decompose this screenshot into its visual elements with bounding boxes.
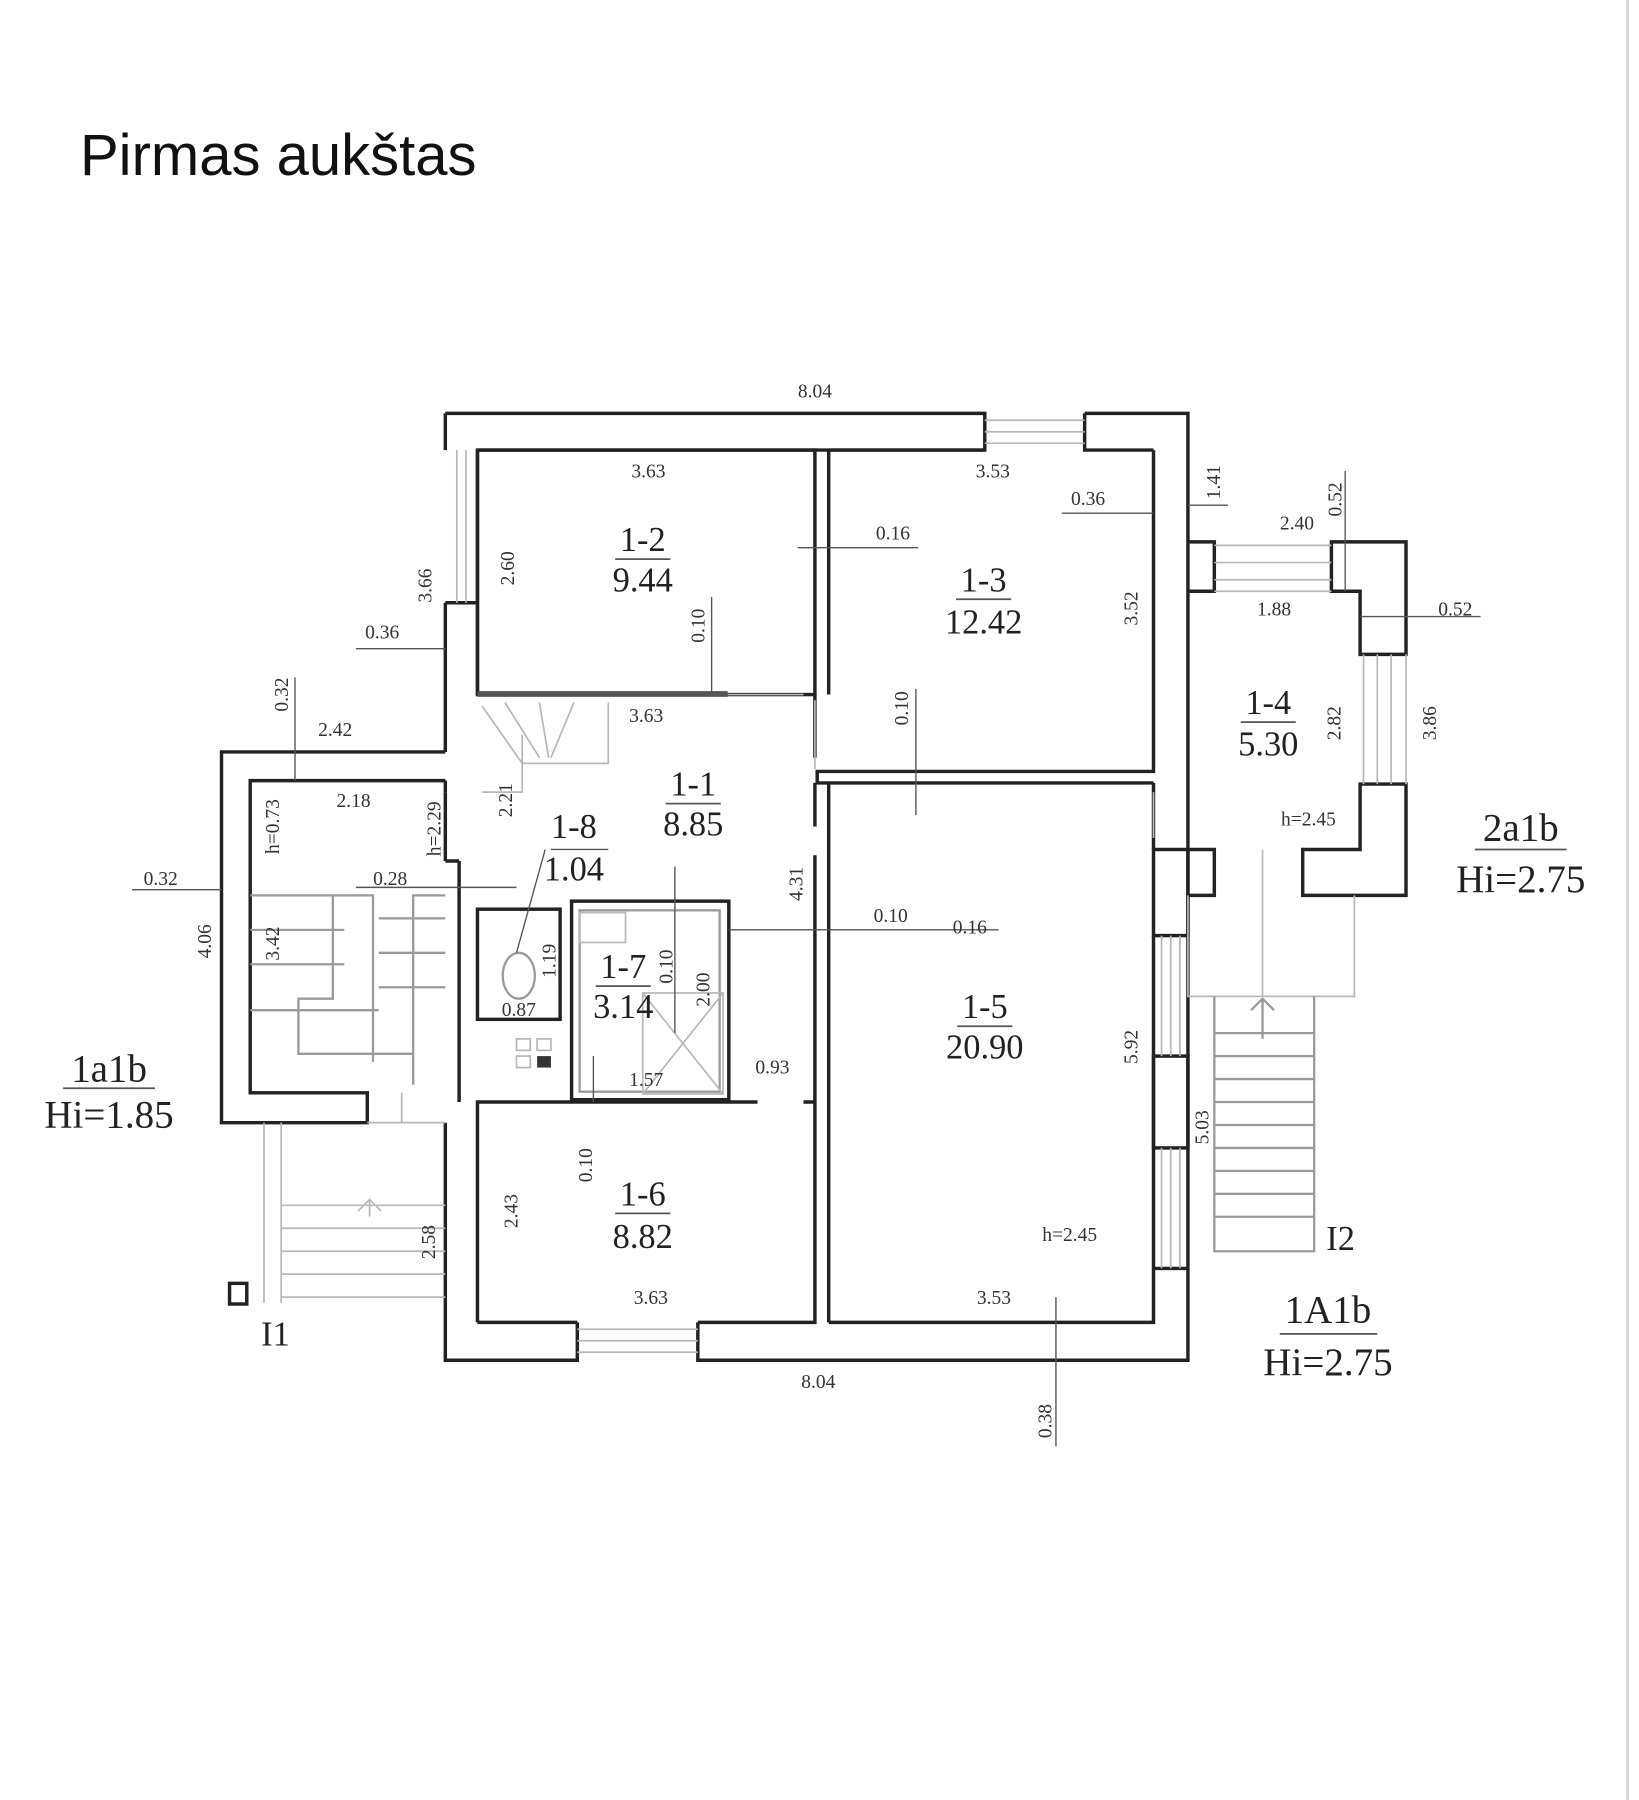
dim-label: 0.10 [689, 609, 710, 643]
dim-label: 2.40 [1280, 513, 1314, 534]
dim-label: 2.82 [1325, 706, 1346, 740]
room-1-1: 1-1 8.85 [663, 766, 723, 844]
zone-height: Hi=2.75 [1456, 858, 1585, 901]
room-id: 1-7 [600, 948, 646, 986]
room-area: 20.90 [946, 1028, 1023, 1066]
dim-label: 0.10 [576, 1148, 597, 1182]
entrance-label-i1: I1 [261, 1315, 290, 1353]
room-id: 1-1 [670, 766, 716, 804]
dim-label: 3.53 [976, 462, 1010, 483]
dim-label: 0.87 [502, 1000, 536, 1021]
room-area: 1.04 [544, 850, 604, 888]
dim-label: 3.86 [1420, 706, 1441, 740]
page-title: Pirmas aukštas [80, 123, 477, 188]
dimension-labels: 8.04 3.63 3.53 0.36 1.41 0.16 2.60 3.66 … [144, 381, 1473, 1438]
room-1-8: 1-8 1.04 [544, 808, 604, 888]
dim-label: 1.19 [540, 944, 561, 978]
dim-label: 1.41 [1204, 465, 1225, 499]
dim-label: 0.52 [1438, 599, 1472, 620]
dim-label: 3.66 [416, 568, 437, 602]
dim-label: 3.63 [634, 1288, 668, 1309]
dim-label: 0.36 [365, 622, 399, 643]
room-area: 9.44 [613, 561, 673, 599]
dim-label: 1.57 [629, 1070, 663, 1091]
dim-label: h=0.73 [263, 799, 284, 854]
zone-1A1b: 1A1b Hi=2.75 [1263, 1288, 1392, 1384]
dim-label: h=2.29 [425, 801, 446, 856]
dim-label: 0.16 [953, 917, 987, 938]
room-1-5: 1-5 20.90 [946, 988, 1023, 1066]
dim-label: 0.93 [755, 1057, 789, 1078]
room-id: 1-6 [620, 1175, 666, 1213]
dim-label: 3.42 [263, 927, 284, 961]
room-area: 8.82 [613, 1218, 673, 1256]
room-1-2: 1-2 9.44 [613, 521, 673, 599]
room-1-7: 1-7 3.14 [593, 948, 653, 1026]
page-edge-line [1626, 0, 1629, 1800]
room-labels: 1-1 8.85 1-2 9.44 1-3 12.42 1-4 5.30 1-5 [544, 521, 1299, 1256]
dim-label: 4.31 [786, 867, 807, 901]
zone-labels: 1a1b Hi=1.85 2a1b Hi=2.75 1A1b Hi=2.75 I… [44, 806, 1585, 1384]
dim-label: 5.92 [1121, 1030, 1142, 1064]
dim-label: 0.52 [1326, 482, 1347, 516]
dim-label: 0.10 [892, 691, 913, 725]
dimension-lines [131, 470, 1481, 1447]
dim-label: h=2.45 [1042, 1225, 1097, 1246]
room-1-3: 1-3 12.42 [945, 561, 1022, 641]
dim-label: 2.00 [693, 972, 714, 1006]
dim-label: 0.32 [272, 677, 293, 711]
zone-code: 1a1b [71, 1047, 147, 1090]
wall-1-2-bottom [477, 691, 728, 697]
dim-label: 0.38 [1035, 1404, 1056, 1438]
dim-label: 0.16 [876, 524, 910, 545]
dim-label: 8.04 [798, 381, 832, 402]
dim-label: 3.53 [977, 1288, 1011, 1309]
dim-label: 0.10 [657, 950, 678, 984]
dim-label: 3.63 [631, 462, 665, 483]
dim-label: 2.42 [318, 720, 352, 741]
dim-label: 2.58 [419, 1225, 440, 1259]
room-id: 1-8 [551, 808, 597, 846]
room-1-4: 1-4 5.30 [1238, 684, 1298, 763]
zone-code: 1A1b [1285, 1288, 1372, 1331]
dim-label: 4.06 [195, 924, 216, 958]
dim-label: h=2.45 [1281, 809, 1336, 830]
room-area: 3.14 [593, 988, 653, 1026]
dim-label: 2.60 [498, 551, 519, 585]
dim-label: 0.28 [373, 869, 407, 890]
zone-code: 2a1b [1483, 806, 1559, 849]
dim-label: 1.88 [1257, 599, 1291, 620]
dim-label: 2.18 [336, 791, 370, 812]
room-id: 1-5 [962, 988, 1008, 1026]
dim-label: 0.10 [874, 906, 908, 927]
dim-label: 2.21 [496, 783, 517, 817]
room-1-6: 1-6 8.82 [613, 1175, 673, 1255]
room-id: 1-2 [620, 521, 666, 559]
zone-2a1b: 2a1b Hi=2.75 [1456, 806, 1585, 901]
zone-1a1b: 1a1b Hi=1.85 [44, 1047, 173, 1136]
zone-height: Hi=2.75 [1263, 1341, 1392, 1384]
entrance-label-i2: I2 [1326, 1220, 1355, 1258]
dim-label: 0.32 [144, 869, 178, 890]
room-area: 12.42 [945, 604, 1022, 642]
room-area: 8.85 [663, 806, 723, 844]
dim-label: 5.03 [1193, 1110, 1214, 1144]
room-id: 1-3 [961, 561, 1007, 599]
room-id: 1-4 [1245, 684, 1291, 722]
dim-label: 0.36 [1071, 489, 1105, 510]
room-area: 5.30 [1238, 725, 1298, 763]
zone-height: Hi=1.85 [44, 1093, 173, 1136]
dim-label: 2.43 [502, 1194, 523, 1228]
dim-label: 3.52 [1121, 591, 1142, 625]
walls [219, 411, 1408, 1362]
dim-label: 3.63 [629, 706, 663, 727]
dim-label: 8.04 [801, 1372, 835, 1393]
